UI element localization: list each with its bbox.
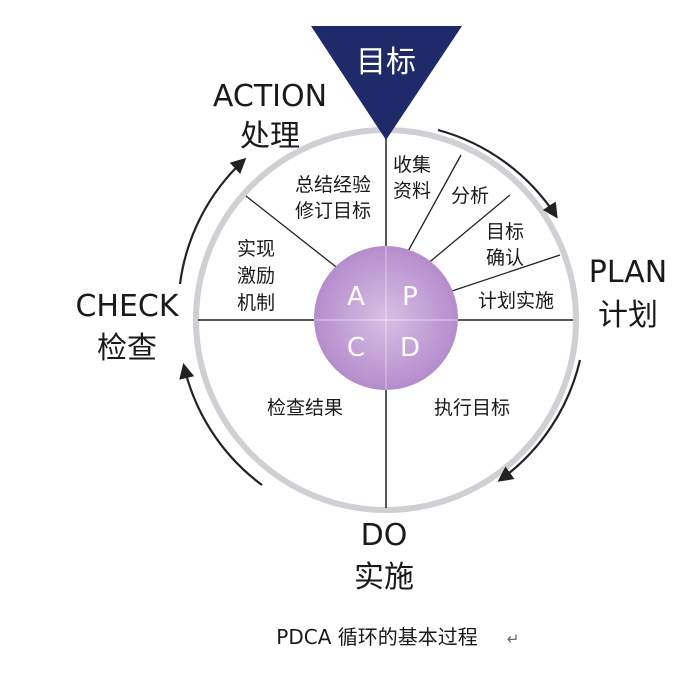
divider-plan-1 xyxy=(405,154,462,256)
caption-return-mark: ↵ xyxy=(507,630,520,648)
phase-check-en: CHECK xyxy=(75,289,179,324)
target-triangle xyxy=(311,26,462,140)
target-label: 目标 xyxy=(356,45,416,80)
center-letter-a: A xyxy=(347,282,365,312)
segment-plan-3-line-1: 目标 xyxy=(486,221,524,243)
phase-plan-zh: 计划 xyxy=(598,298,658,333)
arrow-plan-to-do xyxy=(497,359,582,482)
phase-do-zh: 实施 xyxy=(354,560,414,595)
segment-do-1: 执行目标 xyxy=(434,397,510,419)
divider-plan-3 xyxy=(439,254,561,296)
segment-plan-2: 分析 xyxy=(451,185,489,207)
arrow-target-to-plan xyxy=(437,128,558,219)
arrow-check-to-action xyxy=(178,157,247,285)
center-letter-p: P xyxy=(402,282,418,312)
segment-action-2-line-2: 激励 xyxy=(237,265,275,287)
segment-action-1-line-1: 总结经验 xyxy=(295,174,371,196)
divider-action-1 xyxy=(245,195,341,271)
segment-action-2-line-1: 实现 xyxy=(237,238,275,260)
segment-action-1-line-2: 修订目标 xyxy=(295,200,371,222)
center-letter-c: C xyxy=(347,333,365,363)
caption: PDCA 循环的基本过程 xyxy=(276,625,477,649)
phase-check-zh: 检查 xyxy=(97,331,157,366)
segment-plan-4: 计划实施 xyxy=(478,290,554,312)
center-letter-d: D xyxy=(400,333,420,363)
segment-plan-1-line-1: 收集 xyxy=(393,154,431,176)
segment-check-1: 检查结果 xyxy=(267,397,343,419)
phase-action-zh: 处理 xyxy=(240,119,300,154)
phase-action-en: ACTION xyxy=(213,79,327,114)
segment-plan-3-line-2: 确认 xyxy=(486,247,524,269)
divider-plan-2 xyxy=(419,194,511,271)
arrow-do-to-check xyxy=(179,362,263,486)
phase-plan-en: PLAN xyxy=(589,255,667,290)
phase-do-en: DO xyxy=(361,518,408,553)
segment-plan-1-line-2: 资料 xyxy=(393,180,431,202)
segment-action-2-line-3: 机制 xyxy=(237,292,275,314)
